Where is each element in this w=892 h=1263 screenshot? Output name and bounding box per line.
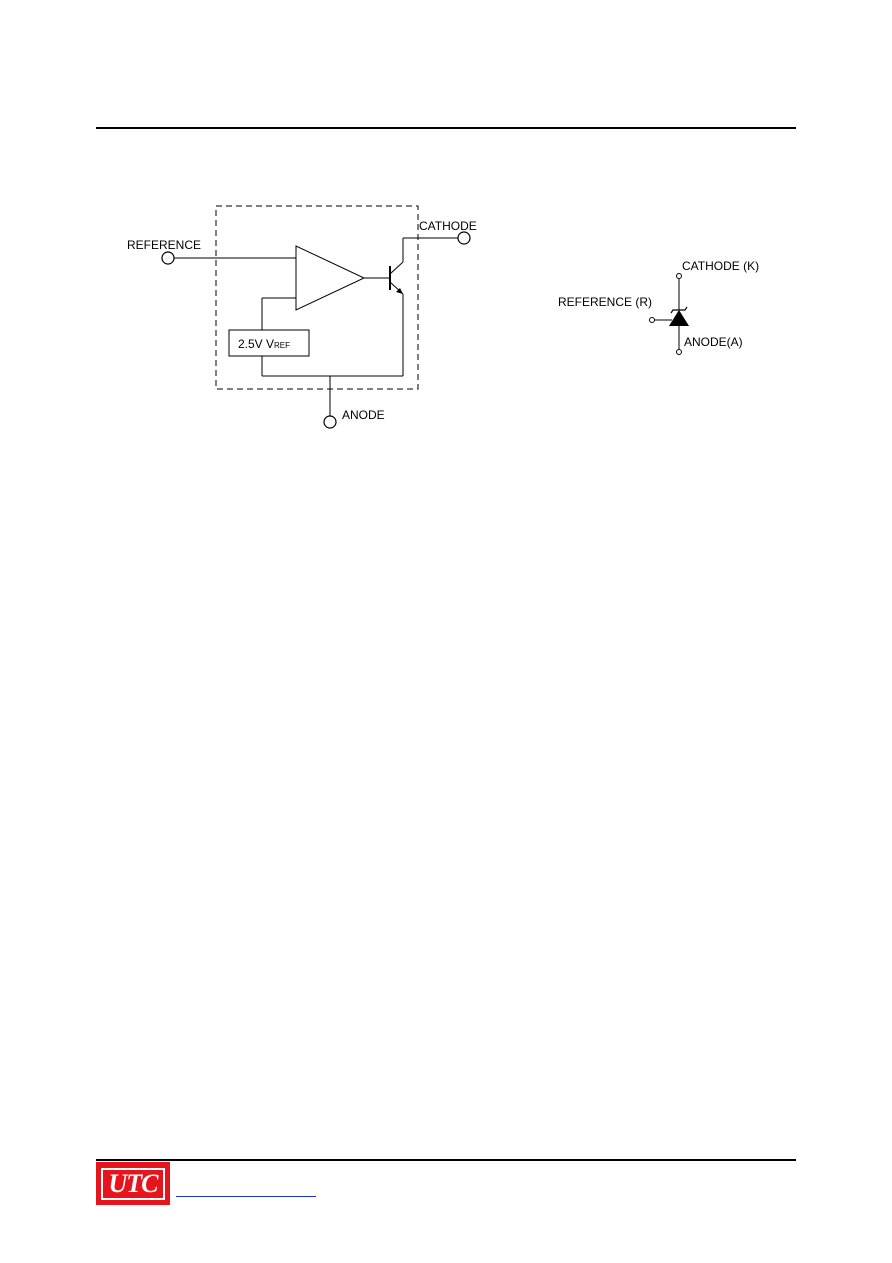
footer-website-link[interactable] bbox=[176, 1196, 316, 1197]
utc-logo: UTC bbox=[96, 1162, 170, 1205]
block-diagram: REFERENCE CATHODE 2.5V VREF ANODE bbox=[127, 205, 477, 429]
shunt-regulator-symbol: CATHODE (K) REFERENCE (R) ANODE(A) bbox=[558, 259, 759, 355]
cathode-pin[interactable] bbox=[457, 231, 471, 245]
footer-rule bbox=[96, 1159, 796, 1161]
symbol-cathode-label: CATHODE (K) bbox=[682, 259, 759, 273]
block-diagram-and-symbol: REFERENCE CATHODE 2.5V VREF ANODE bbox=[127, 205, 759, 429]
symbol-anode-pin[interactable] bbox=[676, 349, 682, 355]
symbol-reference-label: REFERENCE (R) bbox=[558, 295, 652, 309]
vref-box bbox=[228, 329, 310, 357]
reference-pin[interactable] bbox=[161, 251, 175, 265]
symbol-anode-label: ANODE(A) bbox=[684, 335, 743, 349]
zener-triangle bbox=[669, 310, 689, 326]
anode-pin[interactable] bbox=[323, 415, 337, 429]
header-rule bbox=[96, 127, 796, 129]
reference-label: REFERENCE bbox=[127, 238, 201, 252]
op-amp bbox=[295, 245, 366, 311]
utc-logo-text: UTC bbox=[108, 1168, 159, 1198]
symbol-cathode-pin[interactable] bbox=[676, 273, 682, 279]
transistor bbox=[389, 261, 404, 295]
symbol-reference-pin[interactable] bbox=[649, 317, 655, 323]
package-outline bbox=[215, 205, 419, 390]
cathode-label: CATHODE bbox=[419, 219, 477, 233]
vref-label: 2.5V VREF bbox=[238, 337, 290, 351]
anode-label: ANODE bbox=[342, 408, 385, 422]
